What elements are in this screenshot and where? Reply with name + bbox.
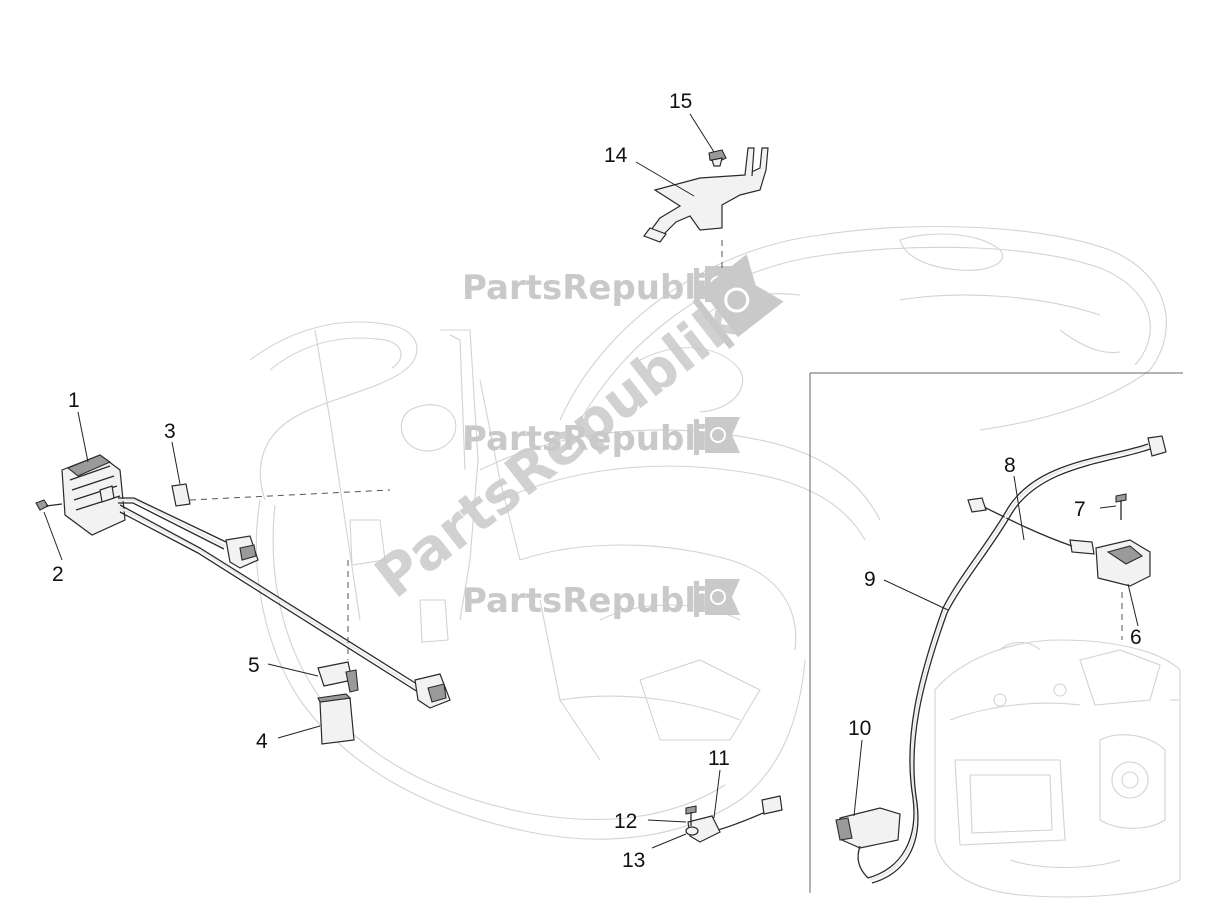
callout-4: 4: [256, 730, 268, 753]
bracket-part-14: [643, 147, 769, 243]
leader-lines: [43, 113, 1139, 849]
svg-text:PartsRepublik: PartsRepublik: [462, 268, 732, 308]
inset-border: [809, 372, 1183, 893]
screw-part-12: [685, 805, 697, 826]
screw-part-7: [1115, 493, 1127, 520]
callout-3: 3: [164, 420, 176, 443]
callout-11: 11: [708, 747, 730, 770]
callout-7: 7: [1074, 498, 1086, 521]
regulator-part-1: [61, 454, 126, 536]
watermark-logo-2: PartsRepublik: [462, 417, 740, 459]
clip-part-3: [171, 483, 191, 507]
wire-part-8: [967, 497, 1073, 547]
svg-text:PartsRepublik: PartsRepublik: [462, 581, 732, 621]
dashline-1-3: [189, 489, 391, 501]
callout-2: 2: [52, 563, 64, 586]
callout-14: 14: [604, 144, 628, 167]
callout-15: 15: [669, 90, 692, 113]
callout-6: 6: [1130, 626, 1142, 649]
spark-cap-part-10: [835, 807, 901, 879]
callout-13: 13: [622, 849, 645, 872]
screw-part-2: [35, 499, 63, 511]
ignition-coil-part-6: [1069, 539, 1151, 587]
svg-text:PartsRepublik: PartsRepublik: [462, 419, 732, 459]
relay-part-4: [317, 693, 355, 745]
callout-5: 5: [248, 654, 260, 677]
callout-1: 1: [68, 389, 80, 412]
watermark-logo-3: PartsRepublik: [462, 579, 740, 621]
callout-12: 12: [614, 810, 637, 833]
regulator-wiring: [118, 497, 451, 709]
callout-10: 10: [848, 717, 871, 740]
engine-outline: [934, 639, 1181, 898]
clip-part-15: [708, 149, 727, 167]
callout-8: 8: [1004, 454, 1016, 477]
washer-part-13: [685, 826, 699, 836]
holder-part-5: [317, 661, 359, 693]
scooter-frame-outline: [249, 226, 1167, 840]
callout-9: 9: [864, 568, 876, 591]
